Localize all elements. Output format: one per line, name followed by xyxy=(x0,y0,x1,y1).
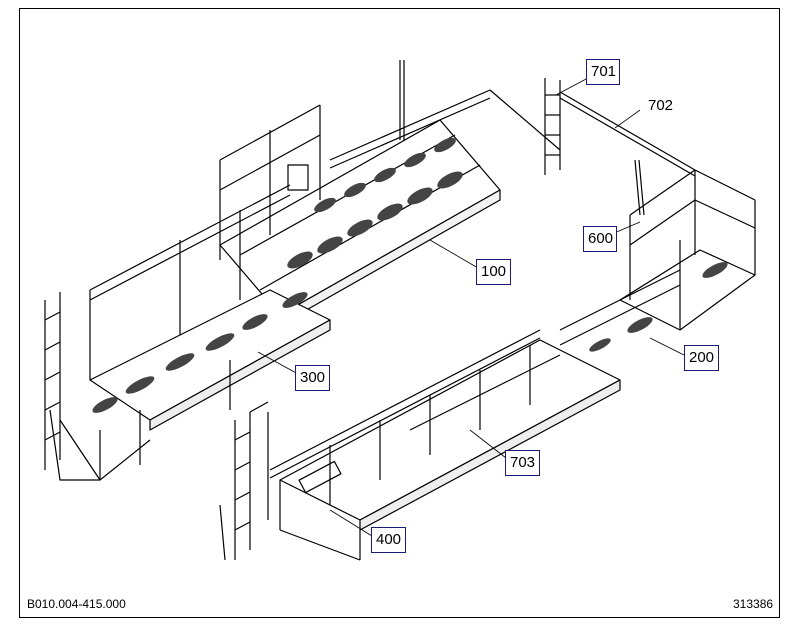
right-platform-200 xyxy=(559,159,756,352)
callout-701: 701 xyxy=(586,59,620,85)
drawing-frame xyxy=(19,8,780,618)
callout-400: 400 xyxy=(371,527,406,553)
label-702: 702 xyxy=(648,97,674,114)
callout-300: 300 xyxy=(295,365,330,391)
upper-platform-100 xyxy=(219,60,561,326)
callout-703: 703 xyxy=(505,450,540,476)
handrail-702 xyxy=(559,91,696,177)
callout-100: 100 xyxy=(476,259,511,285)
lower-walkway-400 xyxy=(219,329,621,561)
left-walkway-300 xyxy=(44,184,331,481)
callout-600: 600 xyxy=(583,226,617,252)
drawing-code: B010.004-415.000 xyxy=(27,597,126,611)
leader-lines xyxy=(257,77,687,537)
figure-number: 313386 xyxy=(733,597,774,611)
callout-200: 200 xyxy=(684,345,719,371)
